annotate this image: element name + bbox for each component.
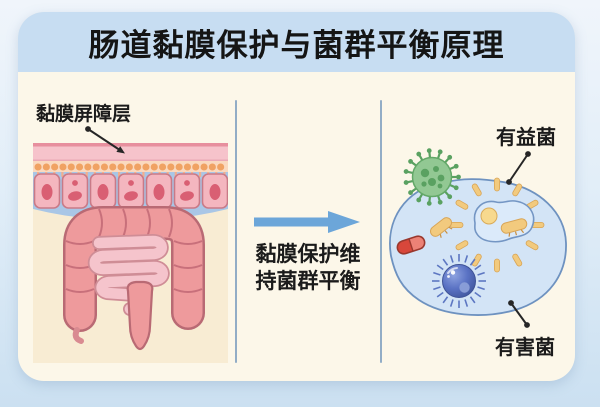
mucosal-barrier-label: 黏膜屏障层 bbox=[36, 104, 132, 125]
green-microbe-icon bbox=[402, 146, 462, 208]
divider-right bbox=[380, 100, 382, 363]
beneficial-bacteria-label: 有益菌 bbox=[496, 127, 556, 149]
rod-bacterium-icon bbox=[429, 217, 453, 238]
intestine-illustration bbox=[33, 143, 228, 363]
right-arrow-icon bbox=[254, 211, 360, 233]
epithelial-cells bbox=[33, 173, 228, 209]
coccus-bacterium-icon bbox=[480, 207, 498, 225]
beneficial-bacteria-zone bbox=[473, 200, 535, 243]
title-band: 肠道黏膜保护与菌群平衡原理 bbox=[18, 12, 575, 72]
infographic-card: 肠道黏膜保护与菌群平衡原理 黏膜屏障层 bbox=[18, 12, 575, 381]
harmful-bacteria-label: 有害菌 bbox=[495, 337, 555, 359]
colon-shape bbox=[63, 206, 205, 344]
divider-left bbox=[235, 100, 237, 363]
rod-bacterium-icon bbox=[500, 218, 528, 237]
gut-flora-illustration bbox=[389, 146, 567, 316]
rectum-shape bbox=[126, 280, 154, 351]
haustra-marks bbox=[65, 208, 203, 293]
harmful-bacterium-icon bbox=[431, 253, 487, 309]
appendix-tail bbox=[72, 327, 84, 344]
capsule-icon bbox=[396, 235, 426, 255]
arrow-caption: 黏膜保护维持菌群平衡 bbox=[255, 243, 361, 293]
page-title: 肠道黏膜保护与菌群平衡原理 bbox=[88, 27, 505, 63]
